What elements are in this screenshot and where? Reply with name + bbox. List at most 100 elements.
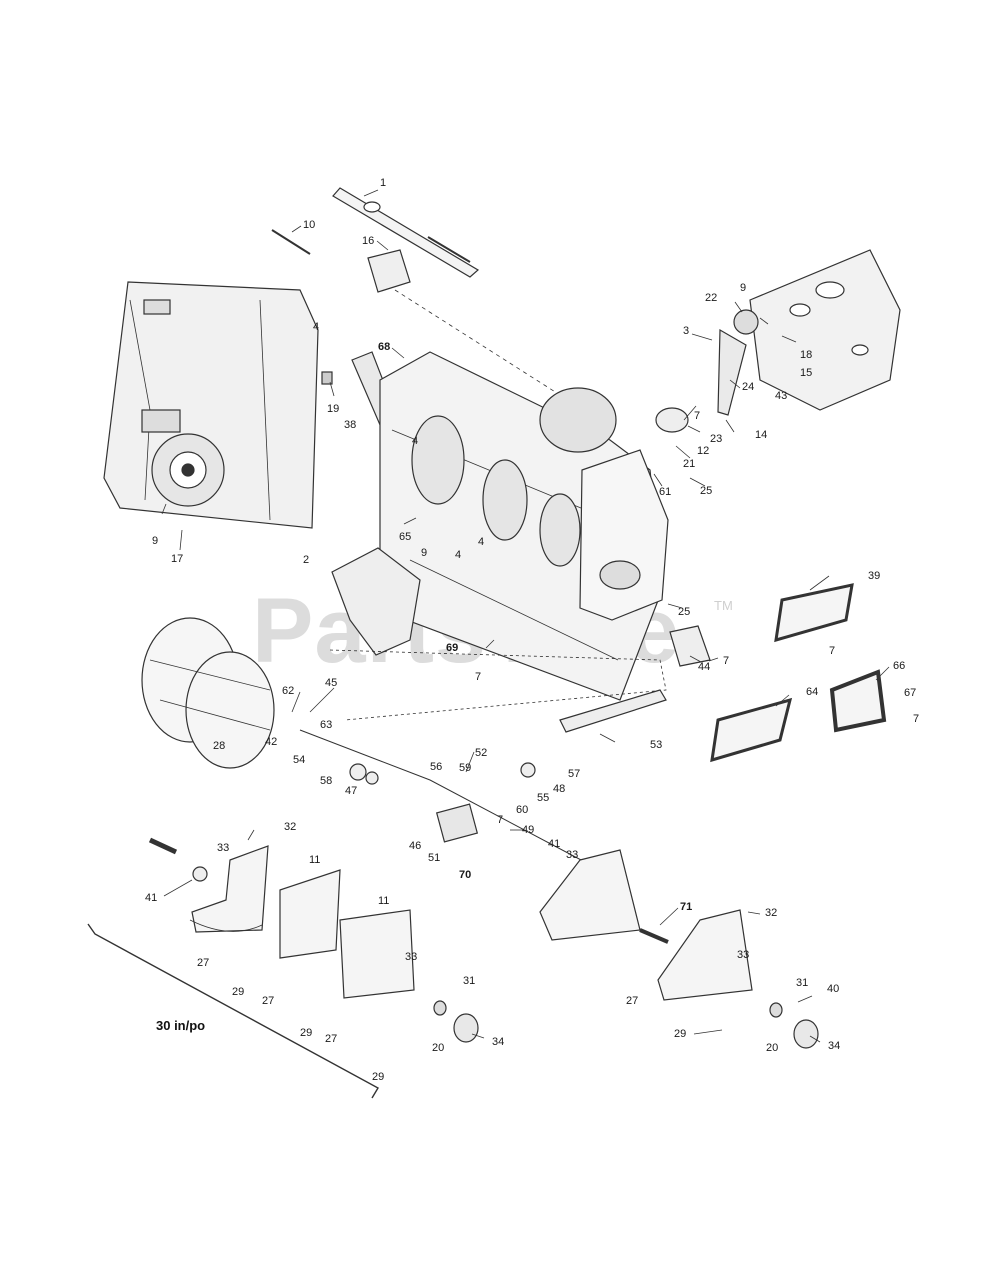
part-bushing-55 (520, 762, 536, 778)
callout-67: 67 (904, 687, 917, 699)
part-shaft-41 (148, 837, 178, 855)
callout-7-a: 7 (694, 410, 701, 422)
callout-32-left: 32 (284, 821, 297, 833)
callout-25-mid: 25 (678, 606, 691, 618)
size-bracket (87, 923, 379, 1099)
part-frame-43 (733, 249, 901, 411)
callout-27-b: 27 (262, 995, 275, 1007)
callout-64: 64 (806, 686, 819, 698)
callout-7-b: 7 (723, 655, 730, 667)
part-shaft-assembly (299, 729, 601, 871)
part-spacer-71 (639, 928, 669, 944)
callout-70: 70 (459, 869, 472, 881)
callout-4-c: 4 (455, 549, 462, 561)
callout-31-right: 31 (796, 977, 809, 989)
part-bearing-20-left (433, 1000, 447, 1016)
callout-9-left: 9 (152, 535, 159, 547)
callout-47: 47 (345, 785, 358, 797)
part-bearing-47 (365, 771, 379, 785)
callout-40: 40 (827, 983, 840, 995)
callout-20-left: 20 (432, 1042, 445, 1054)
callout-59: 59 (459, 762, 472, 774)
callout-10: 10 (303, 219, 316, 231)
callout-16: 16 (362, 235, 375, 247)
callout-33-mid: 33 (566, 849, 579, 861)
callout-22: 22 (705, 292, 718, 304)
callout-38: 38 (344, 419, 357, 431)
callout-9-mid: 9 (421, 547, 428, 559)
callout-17: 17 (171, 553, 184, 565)
callout-56: 56 (430, 761, 443, 773)
callout-18: 18 (800, 349, 813, 361)
callout-4-d: 4 (478, 536, 485, 548)
callout-45: 45 (325, 677, 338, 689)
callout-69: 69 (446, 642, 459, 654)
callout-55: 55 (537, 792, 550, 804)
callout-11-a: 11 (309, 854, 321, 866)
part-side-plate-hole (599, 560, 641, 590)
callout-29-d: 29 (674, 1028, 687, 1040)
part-auger-28 (141, 617, 275, 769)
part-bearing-20-right (769, 1002, 783, 1018)
part-gear-housing-17 (103, 281, 319, 529)
part-rod-10 (271, 229, 311, 255)
callout-48: 48 (553, 783, 566, 795)
callout-24: 24 (742, 381, 755, 393)
callout-4: 4 (313, 321, 320, 333)
callout-51: 51 (428, 852, 441, 864)
callout-7-c: 7 (829, 645, 836, 657)
callout-14: 14 (755, 429, 768, 441)
callout-28: 28 (213, 740, 226, 752)
callout-65: 65 (399, 531, 412, 543)
callout-3: 3 (683, 325, 690, 337)
part-bracket-16 (367, 249, 411, 293)
callout-58: 58 (320, 775, 333, 787)
callout-19: 19 (327, 403, 340, 415)
callout-41-mid: 41 (548, 838, 561, 850)
part-auger-27-left (189, 845, 415, 999)
callout-25-top: 25 (700, 485, 713, 497)
part-bearing-34-right (793, 1019, 819, 1049)
callout-42: 42 (265, 736, 278, 748)
callout-57: 57 (568, 768, 581, 780)
callout-39: 39 (868, 570, 881, 582)
part-auger-27-right (539, 849, 753, 1001)
callout-66: 66 (893, 660, 906, 672)
part-clip-19 (321, 371, 333, 385)
callout-33-left: 33 (217, 842, 230, 854)
part-shaft-1 (332, 187, 480, 278)
callout-12: 12 (697, 445, 710, 457)
part-gasket-64 (710, 697, 793, 763)
callout-7-e: 7 (913, 713, 920, 725)
callout-49: 49 (522, 824, 535, 836)
callout-52: 52 (475, 747, 488, 759)
callout-29-c: 29 (372, 1071, 385, 1083)
part-gasket-66 (829, 669, 887, 733)
callout-53: 53 (650, 739, 663, 751)
callout-43: 43 (775, 390, 788, 402)
callout-34-right: 34 (828, 1040, 841, 1052)
callout-33-right: 33 (737, 949, 750, 961)
callout-27-d: 27 (626, 995, 639, 1007)
part-gasket-44 (669, 625, 711, 667)
part-impeller-housing (539, 387, 617, 453)
callout-21: 21 (683, 458, 696, 470)
callout-7-f: 7 (497, 814, 504, 826)
callout-27-a: 27 (197, 957, 210, 969)
callout-29-b: 29 (300, 1027, 313, 1039)
part-gasket-39 (774, 583, 854, 643)
callout-54: 54 (293, 754, 306, 766)
callout-29-a: 29 (232, 986, 245, 998)
callout-63: 63 (320, 719, 333, 731)
part-impeller-2 (331, 547, 421, 656)
callout-31-left: 31 (463, 975, 476, 987)
part-link-24 (717, 328, 747, 416)
callout-15: 15 (800, 367, 813, 379)
callout-4-b: 4 (412, 435, 419, 447)
callout-61: 61 (659, 486, 672, 498)
callout-23: 23 (710, 433, 723, 445)
callout-1: 1 (380, 177, 387, 189)
callout-9-top: 9 (740, 282, 747, 294)
callout-33-lower: 33 (405, 951, 418, 963)
callout-34-left: 34 (492, 1036, 505, 1048)
